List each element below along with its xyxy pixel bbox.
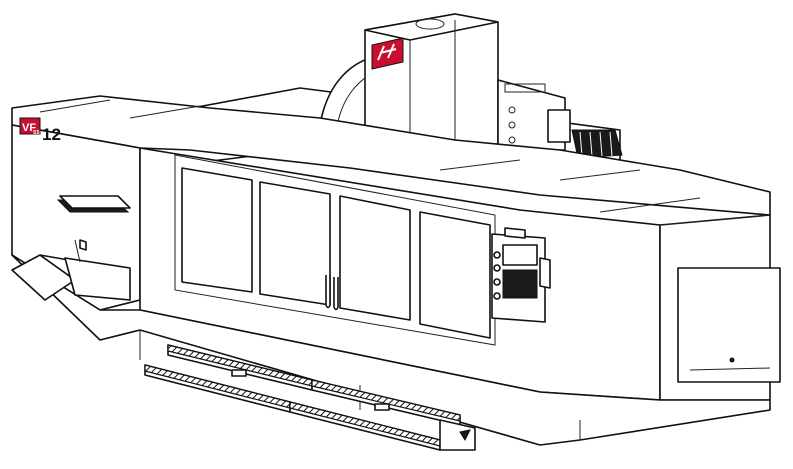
model-number: 12 <box>42 125 61 144</box>
tool-rack <box>571 129 623 159</box>
chip-chute <box>11 239 131 301</box>
model-badge: VF SS 12 <box>19 117 61 144</box>
model-badge-sub: SS <box>33 130 40 136</box>
vent-grille <box>56 195 131 213</box>
door-handles <box>325 275 339 311</box>
door-windows <box>181 167 491 339</box>
step-platforms <box>144 344 476 451</box>
control-pendant-icon <box>491 227 551 323</box>
model-badge-text: VF <box>22 122 36 134</box>
main-enclosure: VF SS 12 <box>11 95 781 401</box>
haas-logo-icon <box>371 37 404 70</box>
